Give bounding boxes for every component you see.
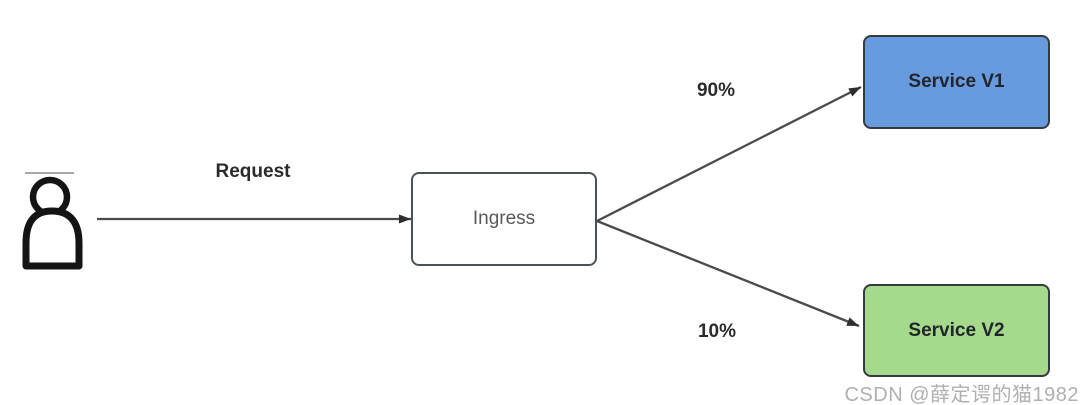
node-service-v1: Service V1 (863, 35, 1050, 129)
node-ingress: Ingress (411, 172, 597, 266)
node-service-v1-label: Service V1 (908, 71, 1005, 92)
user-icon (22, 172, 83, 270)
edge-label-10-percent: 10% (697, 321, 737, 342)
edge-label-request: Request (215, 161, 291, 182)
node-service-v2: Service V2 (863, 284, 1050, 377)
node-service-v2-label: Service V2 (908, 319, 1005, 341)
node-ingress-label: Ingress (472, 208, 536, 229)
edge-to-v2-arrow (596, 219, 860, 328)
watermark-text: CSDN @薛定谔的猫1982 (844, 384, 1079, 405)
edge-label-90-percent: 90% (696, 80, 736, 101)
edge-to-v1-arrow (596, 85, 862, 223)
